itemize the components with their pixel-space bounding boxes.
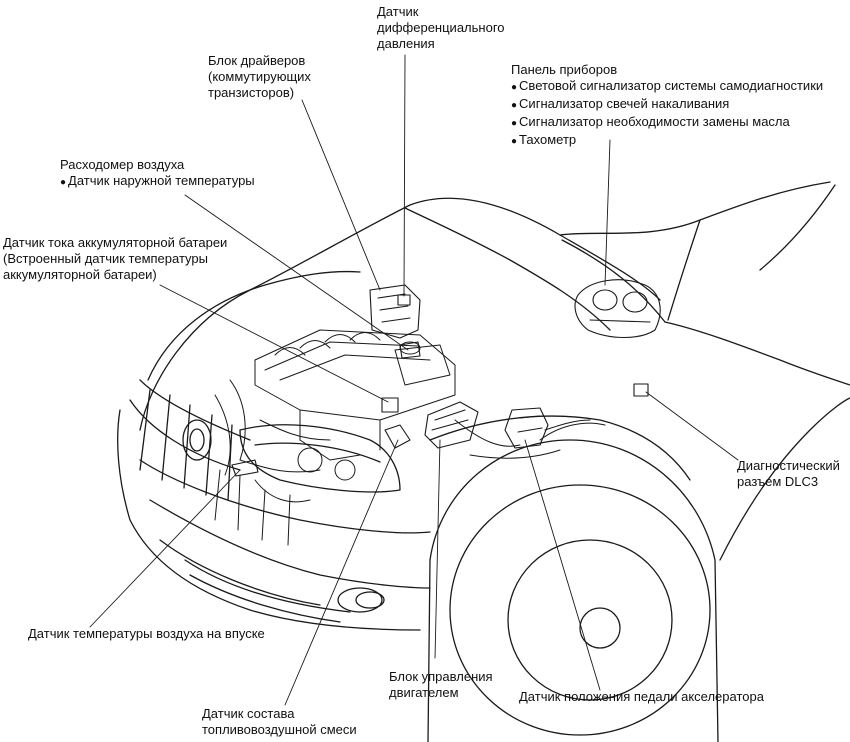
dlc3-connector bbox=[633, 383, 649, 397]
label-line: Блок управления bbox=[389, 669, 493, 684]
label-dlc3: Диагностический разъем DLC3 bbox=[737, 458, 840, 490]
battery-current-sensor bbox=[381, 397, 399, 413]
accelerator-pedal-unit bbox=[504, 407, 591, 449]
label-battery-sensor: Датчик тока аккумуляторной батареи (Встр… bbox=[3, 235, 227, 283]
driver-block-unit bbox=[369, 284, 421, 339]
leader-lines bbox=[89, 54, 739, 706]
label-line: давления bbox=[377, 36, 435, 51]
air-flow-meter bbox=[399, 341, 421, 359]
af-ratio-sensor bbox=[384, 424, 411, 449]
label-driver-block: Блок драйверов (коммутирующих транзистор… bbox=[208, 53, 311, 101]
label-air-flow-meter: Расходомер воздуха Датчик наружной темпе… bbox=[60, 157, 255, 191]
label-line: Датчик положения педали акселератора bbox=[519, 689, 764, 704]
label-af-sensor: Датчик состава топливовоздушной смеси bbox=[202, 706, 357, 738]
label-line: Датчик наружной температуры bbox=[60, 173, 255, 191]
label-line: Датчик тока аккумуляторной батареи bbox=[3, 235, 228, 250]
label-diff-pressure-sensor: Датчик дифференциального давления bbox=[377, 4, 505, 52]
label-line: двигателем bbox=[389, 685, 459, 700]
label-line: Датчик состава bbox=[202, 706, 295, 721]
label-line: транзисторов) bbox=[208, 85, 295, 100]
label-ecu: Блок управления двигателем bbox=[389, 669, 493, 701]
label-line: Датчик bbox=[377, 4, 419, 19]
instrument-panel-item: Тахометр bbox=[511, 132, 823, 150]
instrument-panel-item: Сигнализатор свечей накаливания bbox=[511, 96, 823, 114]
label-line: Блок драйверов bbox=[208, 53, 306, 68]
label-instrument-panel: Панель приборов Световой сигнализатор си… bbox=[511, 62, 823, 150]
diff-pressure-sensor bbox=[397, 294, 411, 306]
label-line: (Встроенный датчик температуры bbox=[3, 251, 208, 266]
label-line: дифференциального bbox=[377, 20, 505, 35]
instrument-panel-item: Световой сигнализатор системы самодиагно… bbox=[511, 78, 823, 96]
label-line: топливовоздушной смеси bbox=[202, 722, 357, 737]
intake-temp-sensor bbox=[231, 459, 259, 477]
instrument-panel-title: Панель приборов bbox=[511, 62, 618, 77]
label-line: аккумуляторной батареи) bbox=[3, 267, 157, 282]
label-line: (коммутирующих bbox=[208, 69, 311, 84]
car-body bbox=[117, 181, 850, 742]
label-line: Датчик температуры воздуха на впуске bbox=[28, 626, 265, 641]
instrument-cluster bbox=[574, 279, 661, 338]
label-intake-temp-sensor: Датчик температуры воздуха на впуске bbox=[28, 626, 265, 642]
label-pedal-sensor: Датчик положения педали акселератора bbox=[519, 689, 764, 705]
ecu-unit bbox=[424, 401, 479, 449]
instrument-panel-item: Сигнализатор необходимости замены масла bbox=[511, 114, 823, 132]
label-line: разъем DLC3 bbox=[737, 474, 819, 489]
label-line: Диагностический bbox=[737, 458, 840, 473]
label-line: Расходомер воздуха bbox=[60, 157, 185, 172]
